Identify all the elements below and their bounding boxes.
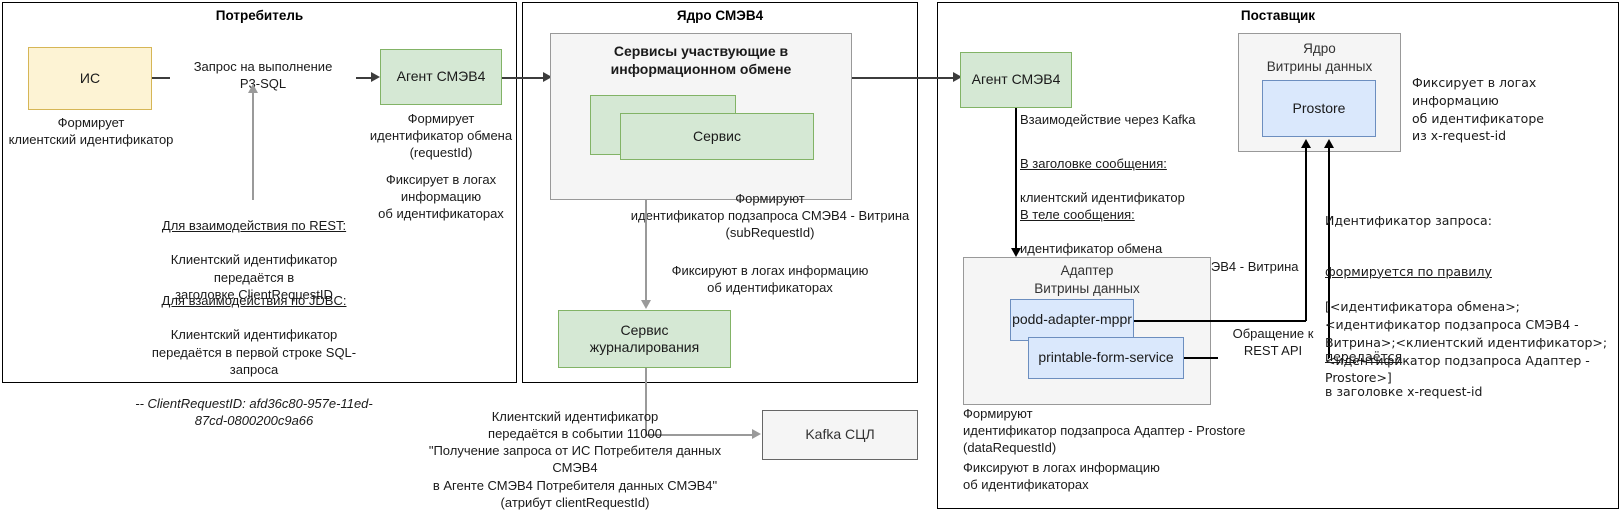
note-rest-interaction: Для взаимодействия по REST: Клиентский и… [140, 200, 368, 303]
line-mppr-to-prostore-v [1305, 146, 1307, 321]
note-jdbc-interaction: Для взаимодействия по JDBC: Клиентский и… [134, 275, 374, 429]
note-jdbc-text: Клиентский идентификатор передаётся в пе… [151, 327, 357, 377]
box-kafka-scl[interactable]: Kafka СЦЛ [762, 410, 918, 460]
arrow-mppr-to-prostore [1301, 139, 1311, 148]
line-logging-down [645, 368, 647, 435]
note-jdbc-title: Для взаимодействия по JDBC: [161, 293, 347, 309]
line-core-to-provider-agent [852, 77, 957, 79]
group-core-data-mart-title: Ядро Витрины данных [1266, 41, 1373, 74]
arrow-notes-to-flow [248, 84, 258, 93]
line-consumer-agent-to-core [502, 77, 546, 79]
line-mppr-to-prostore-h [1134, 320, 1306, 322]
panel-core-title: Ядро СМЭВ4 [676, 8, 764, 23]
box-agent-smev4-provider[interactable]: Агент СМЭВ4 [960, 52, 1072, 108]
panel-consumer-title: Потребитель [215, 8, 304, 23]
arrow-into-core-services [543, 72, 552, 82]
note-message-header-text: клиентский идентификатор [1020, 190, 1185, 206]
note-message-body-title: В теле сообщения: [1020, 207, 1135, 223]
note-adapter-logs-ids: Фиксируют в логах информацию об идентифи… [963, 460, 1160, 493]
box-prostore[interactable]: Prostore [1262, 80, 1376, 137]
note-rule-title: формируется по правилу [1325, 263, 1492, 279]
note-kafka-event: Клиентский идентификатор передаётся в со… [428, 409, 722, 510]
line-services-to-logging [645, 200, 647, 305]
box-is[interactable]: ИС [28, 47, 152, 110]
arrow-services-to-logging [641, 300, 651, 309]
line-pfs-to-prostore-v [1328, 146, 1330, 358]
panel-consumer [2, 2, 517, 383]
label-request-p3sql: Запрос на выполнение P3-SQL [170, 58, 356, 93]
box-podd-adapter-mppr[interactable]: podd-adapter-mppr [1010, 299, 1134, 341]
note-services-log-ids: Фиксируют в логах информацию об идентифи… [671, 263, 869, 296]
note-message-header-title: В заголовке сообщения: [1020, 156, 1167, 172]
note-message-header: В заголовке сообщения: клиентский иденти… [1020, 138, 1290, 207]
note-adapter-forms-datarequestid: Формируют идентификатор подзапроса Адапт… [963, 406, 1246, 456]
box-service[interactable]: Сервис [620, 113, 814, 160]
note-rest-text: Клиентский идентификатор передаётся в за… [170, 252, 338, 302]
note-agent-forms-request-id: Формирует идентификатор обмена (requestI… [369, 111, 513, 161]
note-is-forms-client-id: Формирует клиентский идентификатор [8, 115, 174, 148]
panel-core [522, 2, 918, 383]
line-provider-agent-to-adapter [1015, 108, 1017, 254]
box-logging-service[interactable]: Сервис журналирования [558, 310, 731, 368]
arrow-pfs-to-prostore [1324, 139, 1334, 148]
arrow-into-provider-agent [953, 72, 962, 82]
group-adapter-title: Адаптер Витрины данных [1034, 263, 1140, 296]
group-services-exchange-title: Сервисы участвующие в информационном обм… [610, 43, 792, 78]
line-notes-to-flow [252, 90, 254, 200]
arrow-provider-agent-to-adapter [1011, 248, 1021, 257]
arrow-is-to-agent [371, 72, 380, 82]
note-request-id-title: Идентификатор запроса: [1325, 213, 1492, 228]
note-rest-title: Для взаимодействия по REST: [161, 218, 347, 234]
note-prostore-logs: Фиксирует в логах информацию об идентифи… [1412, 75, 1544, 144]
note-pass-title: передаётся [1325, 348, 1403, 364]
label-kafka-interaction: Взаимодействие через Kafka [1020, 112, 1196, 127]
arrow-logging-to-kafka [752, 429, 761, 439]
note-services-form-subrequest: Формируют идентификатор подзапроса СМЭВ4… [630, 191, 910, 241]
label-rest-api-call: Обращение к REST API [1218, 325, 1328, 360]
panel-provider-title: Поставщик [1240, 8, 1316, 23]
note-request-id-rule: формируется по правилу [<идентификатора … [1325, 245, 1621, 387]
line-logging-to-kafka [645, 434, 755, 436]
note-rule-text: [<идентификатора обмена>; <идентификатор… [1325, 299, 1608, 386]
note-pass-text: в заголовке x-request-id [1325, 384, 1483, 400]
box-agent-smev4-consumer[interactable]: Агент СМЭВ4 [380, 49, 502, 105]
box-printable-form-service[interactable]: printable-form-service [1028, 337, 1184, 379]
note-agent-logs-ids: Фиксирует в логах информацию об идентифи… [378, 172, 504, 222]
panel-provider [937, 2, 1619, 509]
note-request-id-pass: передаётся в заголовке x-request-id [1325, 330, 1621, 401]
note-jdbc-example: -- ClientRequestID: afd36c80-957e-11ed-8… [135, 396, 373, 429]
